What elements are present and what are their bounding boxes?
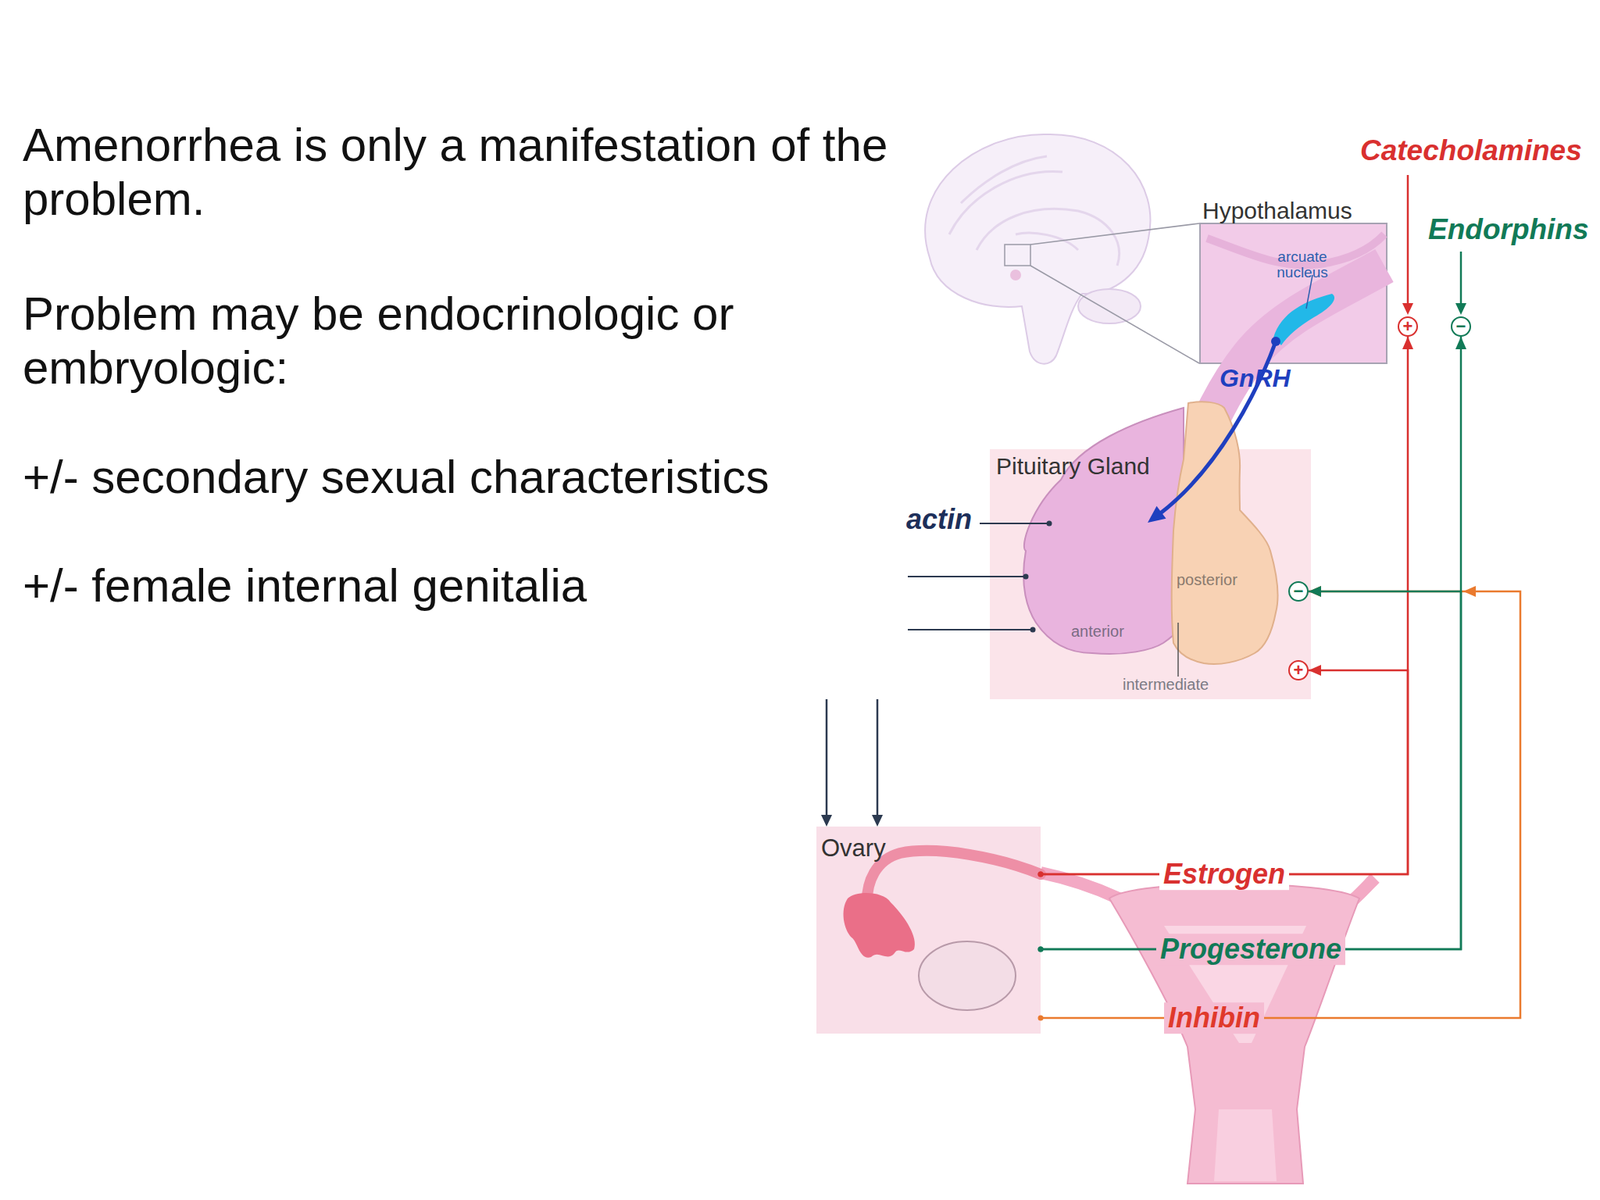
stimulation-symbol: + — [1288, 660, 1309, 681]
arrowhead — [821, 814, 833, 827]
symbol-sign: + — [1399, 317, 1417, 336]
panel-heading: Ovary — [821, 834, 886, 863]
modulator-arrow — [1407, 175, 1410, 307]
pituitary-panel: Pituitary Gland posterior anterior intermed… — [989, 449, 1311, 700]
arrowhead — [871, 814, 883, 827]
slide-text: Problem may be endocrinologic or embryol… — [22, 286, 906, 395]
symbol-sign: + — [1289, 661, 1308, 679]
junction-arrowhead — [1463, 585, 1476, 597]
connector — [1038, 664, 1409, 878]
arrowhead — [1308, 664, 1322, 676]
connector — [1038, 336, 1468, 953]
arrowhead — [1402, 336, 1414, 350]
brain-outline — [925, 134, 1150, 365]
brain-gyri — [949, 156, 1120, 266]
inset-heading: Hypothalamus — [1202, 197, 1353, 225]
origin-dot — [1038, 946, 1044, 953]
symbol-sign: − — [1289, 582, 1308, 600]
origin-dot — [1038, 871, 1044, 878]
connector-line — [1040, 670, 1408, 875]
brain-pituitary — [1010, 269, 1022, 281]
hormone-label: Estrogen — [1159, 858, 1290, 890]
connector-line — [1040, 591, 1521, 1018]
hormone-label: GnRH — [1219, 364, 1291, 393]
hormone-label: Inhibin — [1164, 1002, 1265, 1034]
connector-line — [1040, 336, 1408, 875]
part-label: intermediate — [1122, 675, 1209, 694]
origin-dot — [1038, 1015, 1044, 1022]
slide-text: +/- female internal genitalia — [22, 558, 906, 613]
vagina — [1214, 1109, 1277, 1182]
modulator-arrow — [1460, 251, 1463, 307]
uterus — [1109, 883, 1360, 1184]
modulator-label: Catecholamines — [1360, 134, 1583, 168]
fallopian-tube — [1040, 872, 1119, 899]
connector — [1038, 585, 1522, 1022]
hormone-arrow — [825, 699, 829, 818]
nucleus-label: arcuate nucleus — [1264, 249, 1340, 281]
panel-heading: Pituitary Gland — [996, 453, 1150, 481]
ovary-panel: Ovary — [816, 826, 1041, 1034]
hormone-arrow — [876, 699, 879, 818]
hormone-label: Progesterone — [1156, 933, 1346, 965]
part-label: posterior — [1176, 571, 1238, 590]
part-label: anterior — [1071, 622, 1125, 641]
connector — [1038, 336, 1415, 878]
connector-line — [1040, 336, 1461, 950]
zoom-frame — [1004, 244, 1031, 266]
origin-dot — [1038, 946, 1044, 953]
arrowhead — [1308, 585, 1322, 597]
zoom-line — [1030, 223, 1200, 245]
connector — [1038, 585, 1462, 953]
zoom-line — [1030, 265, 1200, 364]
arrowhead — [1455, 336, 1467, 350]
hypothalamus-inset: Hypothalamusarcuate nucleus — [1199, 222, 1388, 365]
stimulation-symbol: + — [1397, 316, 1418, 337]
symbol-sign: − — [1452, 317, 1470, 336]
arrowhead — [1402, 303, 1414, 315]
cerebellum — [1078, 289, 1141, 324]
inhibition-symbol: − — [1288, 581, 1309, 602]
modulator-label: Endorphins — [1428, 213, 1590, 247]
slide-text: +/- secondary sexual characteristics — [22, 450, 906, 504]
connector-line — [1040, 591, 1461, 950]
inhibition-symbol: − — [1450, 316, 1472, 337]
hormone-label: actin — [906, 503, 972, 536]
origin-dot — [1038, 871, 1044, 878]
arrowhead — [1455, 303, 1467, 315]
slide-text: Amenorrhea is only a manifestation of th… — [22, 117, 906, 226]
fallopian-tube — [1353, 878, 1375, 900]
arrowhead — [1308, 585, 1322, 597]
